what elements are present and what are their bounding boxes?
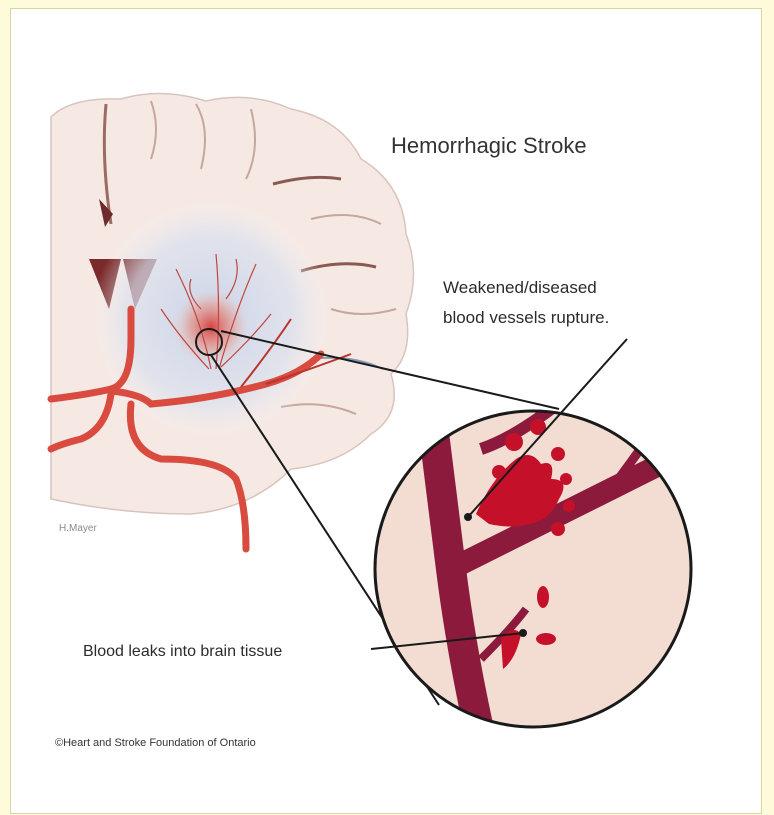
artist-signature: H.Mayer: [59, 523, 97, 534]
rupture-label-line1: Weakened/diseased: [443, 273, 609, 303]
stroke-illustration: [11, 9, 763, 815]
magnified-view: [371, 409, 701, 739]
rupture-label-line2: blood vessels rupture.: [443, 303, 609, 333]
leak-label: Blood leaks into brain tissue: [83, 643, 282, 661]
copyright-notice: ©Heart and Stroke Foundation of Ontario: [55, 737, 256, 749]
diagram-title: Hemorrhagic Stroke: [391, 133, 587, 159]
rupture-label: Weakened/diseased blood vessels rupture.: [443, 273, 609, 333]
brain-section: [51, 93, 414, 549]
figure-frame: Hemorrhagic Stroke Weakened/diseased blo…: [10, 8, 762, 814]
